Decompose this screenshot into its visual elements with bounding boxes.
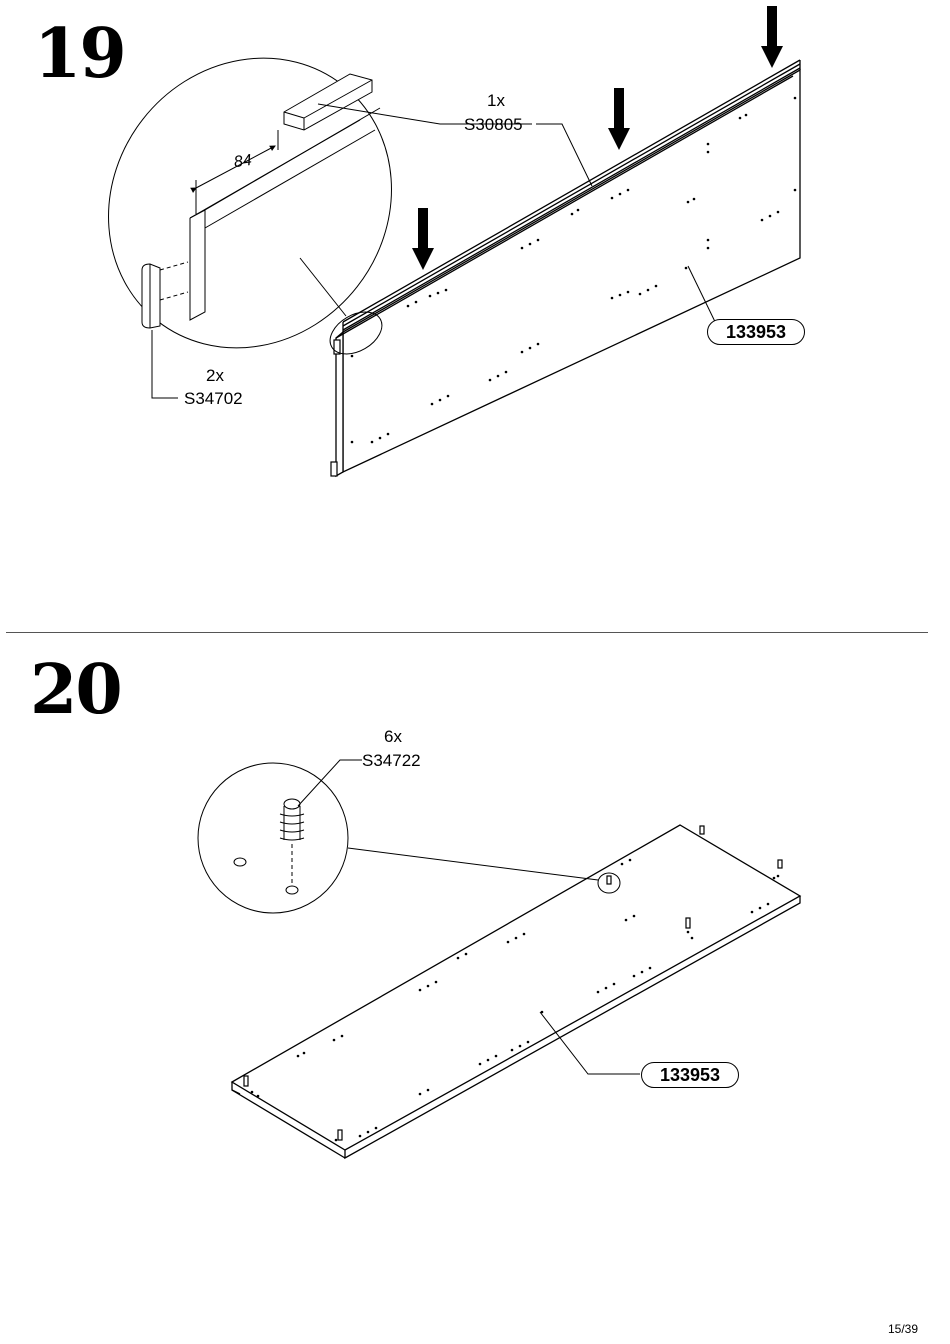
step-19-number: 19: [34, 20, 125, 88]
page-number: 15/39: [888, 1322, 918, 1336]
endcap-code-label: S34702: [184, 390, 243, 407]
rail-qty-label: 1x: [487, 92, 505, 109]
step20-panel-part-number: 133953: [641, 1062, 739, 1088]
step-20-number: 20: [30, 656, 121, 724]
dowel-qty-label: 6x: [384, 728, 402, 745]
step19-panel-part-number: 133953: [707, 319, 805, 345]
dowel-code-label: S34722: [362, 752, 421, 769]
step19-panel: [336, 70, 800, 476]
endcap-qty-label: 2x: [206, 367, 224, 384]
rail-code-label: S30805: [464, 116, 523, 133]
dimension-84-label: 84: [233, 153, 253, 171]
step-divider: [6, 632, 928, 633]
